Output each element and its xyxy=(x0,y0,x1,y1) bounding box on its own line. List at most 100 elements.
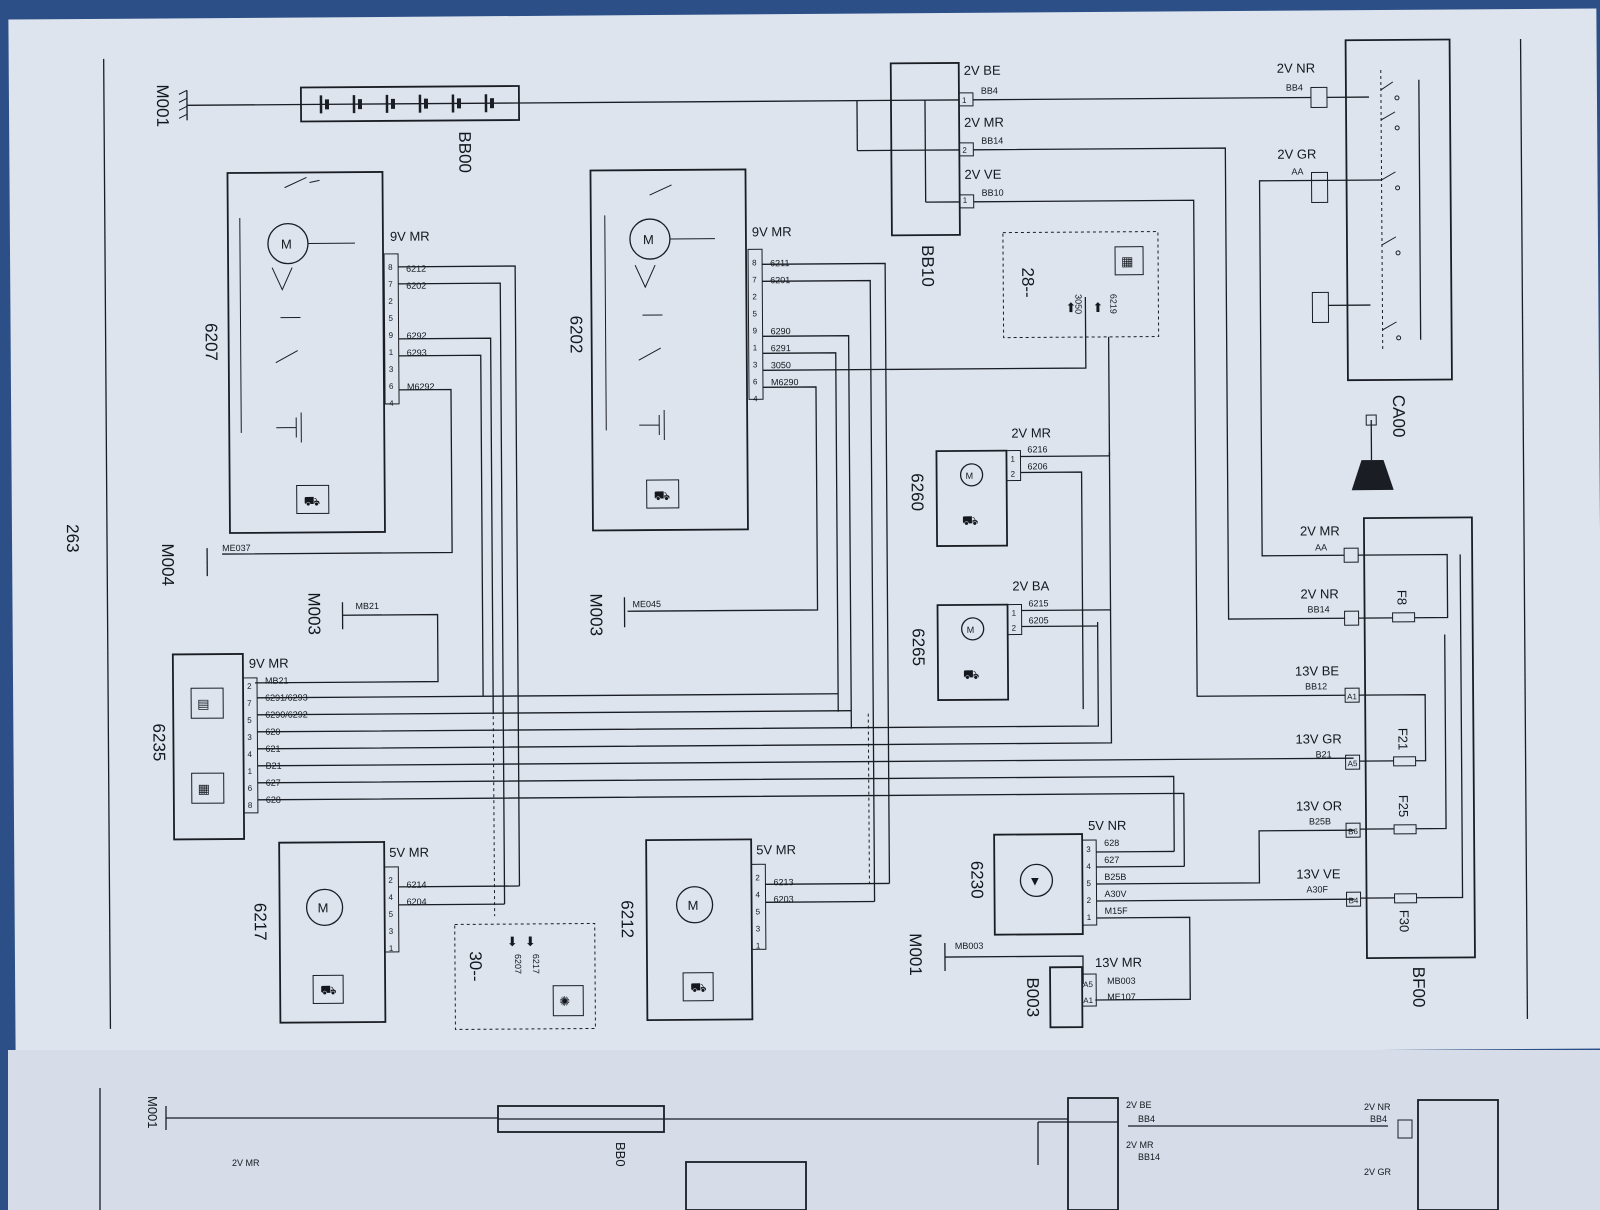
c6207-pin-4: 5 xyxy=(388,314,393,323)
6202-label: 6202 xyxy=(566,316,585,354)
car-door-icon: ⛟ xyxy=(304,493,320,508)
bf00-pin6-num: B4 xyxy=(1349,896,1359,905)
c6207-pin-9: 4 xyxy=(389,399,394,408)
bf00-pin1-spec: 2V MR xyxy=(1300,523,1340,538)
page-number: 263 xyxy=(63,524,82,553)
6212-wire-1: 6213 xyxy=(773,877,793,887)
6260-spec: 2V MR xyxy=(1011,425,1051,440)
c6202-pin-8: 6 xyxy=(753,377,758,386)
6235-spec: 9V MR xyxy=(249,656,289,671)
car-door-icon-2: ⛟ xyxy=(654,488,670,503)
bf00-pin3-num: A1 xyxy=(1347,692,1357,701)
c6230-pin-2: 4 xyxy=(1086,862,1091,871)
next-ca00 xyxy=(1418,1100,1498,1210)
ground-me045-label: ME045 xyxy=(632,599,661,609)
arrow-up-icon-2: ⬆ xyxy=(1092,300,1103,315)
b003-wire-1: MB003 xyxy=(1107,976,1136,986)
c6207-pin-1: 8 xyxy=(388,263,393,272)
bb10-pin3-spec: 2V VE xyxy=(964,167,1001,182)
battery-label: BB00 xyxy=(455,131,474,173)
c6265-pin-1: 1 xyxy=(1012,609,1017,618)
svg-text:M: M xyxy=(967,625,975,635)
6207-label: 6207 xyxy=(202,323,221,361)
ignition-key-icon xyxy=(1351,415,1394,490)
bf00-pin5-spec: 13V OR xyxy=(1296,798,1342,813)
c6202-pin-6: 1 xyxy=(753,343,758,352)
6207-spec: 9V MR xyxy=(390,229,430,244)
next-page-fragment: M001 BB0 2V MR 2V BE BB4 2V MR BB14 2V N… xyxy=(8,1050,1600,1210)
next-page-diagram: M001 BB0 2V MR 2V BE BB4 2V MR BB14 2V N… xyxy=(8,1050,1600,1210)
c6235-pin-6: 1 xyxy=(248,767,253,776)
c6230-pin-5: 1 xyxy=(1087,913,1092,922)
fuse-f25 xyxy=(1394,825,1416,834)
motor-icon-2: M xyxy=(630,219,670,259)
next-pin2-spec: 2V MR xyxy=(1126,1140,1154,1150)
6265-wire-2: 6205 xyxy=(1029,615,1049,625)
6235-label: 6235 xyxy=(149,723,168,761)
block-28-wire-2: 6219 xyxy=(1108,294,1118,314)
ca00-pin2-spec: 2V GR xyxy=(1277,146,1316,161)
next-pin3-wire: BB4 xyxy=(1370,1114,1387,1124)
6202-spec: 9V MR xyxy=(752,224,792,239)
ground-m003-b: ME045 M003 xyxy=(586,593,661,636)
block-28-label: 28-- xyxy=(1018,267,1037,297)
interior-light-icon: ✺ xyxy=(559,994,570,1009)
6202-wire-3: 6290 xyxy=(771,326,791,336)
svg-text:M: M xyxy=(318,900,329,915)
ca00-pin1-wire: BB4 xyxy=(1286,83,1303,93)
next-pin2-wire: BB14 xyxy=(1138,1152,1160,1162)
component-6260: M ⛟ 6260 2V MR 6216 6206 xyxy=(907,425,1052,546)
cB003-pin-2: A1 xyxy=(1083,996,1093,1005)
heated-seat-icon: ▦ xyxy=(1121,254,1133,269)
c6230-pin-1: 3 xyxy=(1086,845,1091,854)
bb10-pin-3: 1 xyxy=(963,196,968,205)
ground-m004: ME037 M004 xyxy=(158,543,251,586)
next-pin1-spec: 2V BE xyxy=(1126,1100,1152,1110)
6230-wire-4: A30V xyxy=(1104,889,1126,899)
c6207-pin-2: 7 xyxy=(388,280,393,289)
bb10-pin1-spec: 2V BE xyxy=(964,63,1001,78)
bf00-pin3-spec: 13V BE xyxy=(1295,663,1340,678)
6212-label: 6212 xyxy=(618,900,637,938)
battery-bb00: BB00 xyxy=(301,86,520,174)
next-spec-left: 2V MR xyxy=(232,1158,260,1168)
component-6207: 6207 M 9V MR 6212 6202 6292 6293 M6292 ⛟ xyxy=(200,172,435,534)
c6235-pin-1: 2 xyxy=(247,682,252,691)
ground-m001-b: MB003 M001 xyxy=(906,932,1083,985)
c6235-pin-3: 5 xyxy=(247,716,252,725)
6207-wire-2: 6202 xyxy=(406,281,426,291)
c6212-pin-4: 3 xyxy=(756,924,761,933)
6217-spec: 5V MR xyxy=(389,845,429,860)
c6202-pin-5: 9 xyxy=(753,326,758,335)
c6207-pin-8: 6 xyxy=(389,382,394,391)
b003-label: B003 xyxy=(1023,977,1042,1017)
svg-text:M: M xyxy=(966,471,974,481)
component-ca00: 2V NR BB4 2V GR AA CA00 xyxy=(1277,39,1453,438)
next-bb10 xyxy=(1068,1098,1118,1210)
wire-bb14 xyxy=(973,147,1344,621)
c6217-pin-4: 3 xyxy=(389,927,394,936)
fuse-f21-label: F21 xyxy=(1395,728,1410,751)
b003-spec: 13V MR xyxy=(1095,955,1142,970)
arrow-down-icon-2: ⬇ xyxy=(525,934,536,949)
c6260-pin-2: 2 xyxy=(1011,470,1016,479)
component-6217: M ⛟ 6217 5V MR 6214 6204 xyxy=(250,842,430,1023)
ground-mb21-label: MB21 xyxy=(355,601,379,611)
bf00-pin3-wire: BB12 xyxy=(1305,681,1327,691)
bb10-pin-1: 1 xyxy=(962,96,967,105)
c6202-pin-2: 7 xyxy=(752,275,757,284)
c6235-pin-2: 7 xyxy=(247,699,252,708)
bb10-pin-2: 2 xyxy=(962,146,967,155)
c6217-pin-2: 4 xyxy=(388,893,393,902)
wire-aa xyxy=(1260,180,1345,556)
ground-m001b-label: M001 xyxy=(906,933,925,976)
6265-wire-1: 6215 xyxy=(1028,598,1048,608)
next-unit xyxy=(686,1162,806,1210)
fuse-f30 xyxy=(1395,894,1417,903)
c6217-pin-3: 5 xyxy=(389,910,394,919)
6202-wire-6: M6290 xyxy=(771,377,799,387)
fuse-f8 xyxy=(1393,613,1415,622)
6202-wire-2: 6201 xyxy=(770,275,790,285)
c6207-pin-6: 1 xyxy=(389,348,394,357)
next-pin1-wire: BB4 xyxy=(1138,1114,1155,1124)
